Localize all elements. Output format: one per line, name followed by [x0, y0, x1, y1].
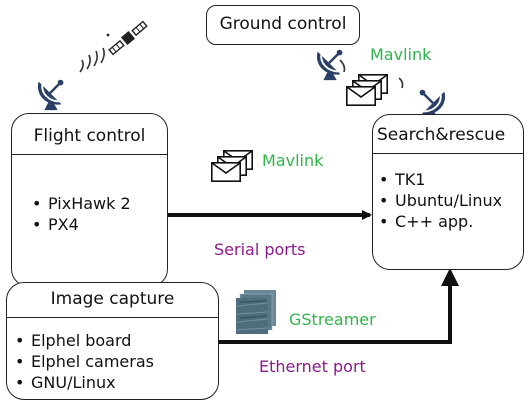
- flight-control-box: Flight control PixHawk 2 PX4: [11, 113, 168, 287]
- envelope-stack-icon: [346, 74, 388, 106]
- radio-waves-icon: [79, 47, 105, 73]
- image-capture-divider: [7, 317, 218, 318]
- satellite-dish-icon: [36, 78, 65, 112]
- envelope-stack-icon: [211, 150, 253, 182]
- satellite-dot-icon: [106, 33, 110, 37]
- search-rescue-divider: [373, 153, 523, 154]
- list-item: PX4: [32, 214, 131, 235]
- mavlink-serial-label: Mavlink: [262, 151, 324, 170]
- ground-control-title: Ground control: [219, 14, 347, 34]
- image-capture-list: Elphel board Elphel cameras GNU/Linux: [15, 330, 154, 393]
- gstreamer-label: GStreamer: [289, 310, 376, 329]
- radio-waves-icon: [339, 59, 404, 89]
- flight-control-divider: [12, 154, 167, 155]
- mavlink-radio-label: Mavlink: [370, 45, 432, 64]
- image-capture-box: Image capture Elphel board Elphel camera…: [6, 282, 219, 400]
- ethernet-link-arrow: [219, 268, 459, 344]
- serial-ports-label: Serial ports: [214, 240, 306, 259]
- list-item: GNU/Linux: [15, 372, 154, 393]
- list-item: Elphel board: [15, 330, 154, 351]
- list-item: Elphel cameras: [15, 351, 154, 372]
- video-frames-icon: [235, 290, 276, 334]
- list-item: C++ app.: [379, 211, 502, 232]
- image-capture-title: Image capture: [50, 289, 175, 309]
- list-item: Ubuntu/Linux: [379, 190, 502, 211]
- list-item: PixHawk 2: [32, 193, 131, 214]
- satellite-dish-icon: [315, 48, 344, 82]
- search-rescue-list: TK1 Ubuntu/Linux C++ app.: [379, 169, 502, 232]
- satellite-icon: [108, 20, 148, 56]
- flight-control-list: PixHawk 2 PX4: [32, 193, 131, 235]
- search-rescue-title: Search&rescue: [377, 125, 506, 145]
- search-rescue-box: Search&rescue TK1 Ubuntu/Linux C++ app.: [372, 114, 524, 270]
- ethernet-port-label: Ethernet port: [259, 357, 366, 376]
- ground-control-box: Ground control: [206, 5, 360, 45]
- list-item: TK1: [379, 169, 502, 190]
- flight-control-title: Flight control: [33, 126, 146, 146]
